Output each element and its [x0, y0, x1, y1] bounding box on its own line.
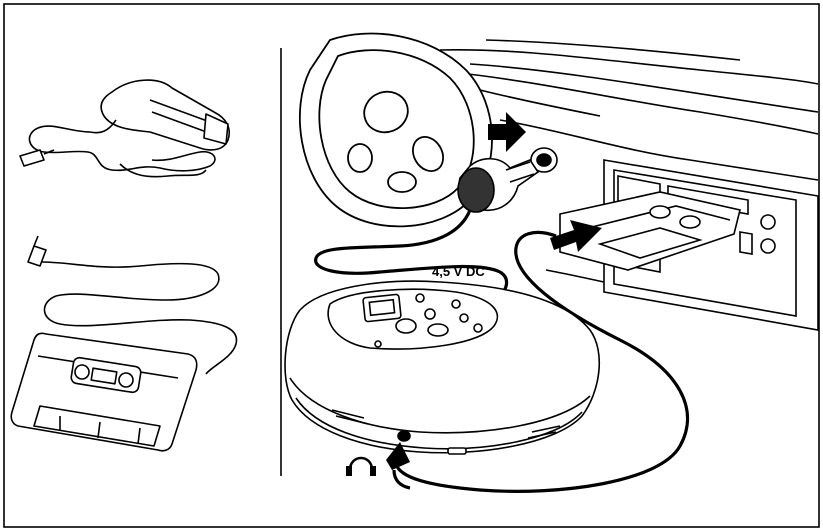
headphones-icon — [346, 456, 376, 476]
cigarette-lighter-socket — [530, 147, 558, 173]
jack-insert-arrow-icon — [386, 442, 410, 470]
insert-arrow-icon — [488, 112, 526, 152]
figure-frame — [3, 3, 820, 528]
jack-cable — [392, 469, 411, 490]
steering-wheel-icon — [299, 32, 493, 228]
cassette-insert-arrow-icon — [550, 220, 602, 252]
charger-cable — [314, 209, 509, 298]
car-cigarette-lighter-adapter-icon — [19, 79, 230, 178]
cassette-adapter-icon — [10, 235, 238, 452]
portable-cd-player-icon — [284, 280, 601, 455]
cassette-adapter-inserted — [559, 191, 741, 271]
car-charger-plugged — [457, 157, 540, 213]
voltage-label: 4,5 V DC — [432, 264, 485, 279]
cassette-cable — [394, 230, 690, 493]
